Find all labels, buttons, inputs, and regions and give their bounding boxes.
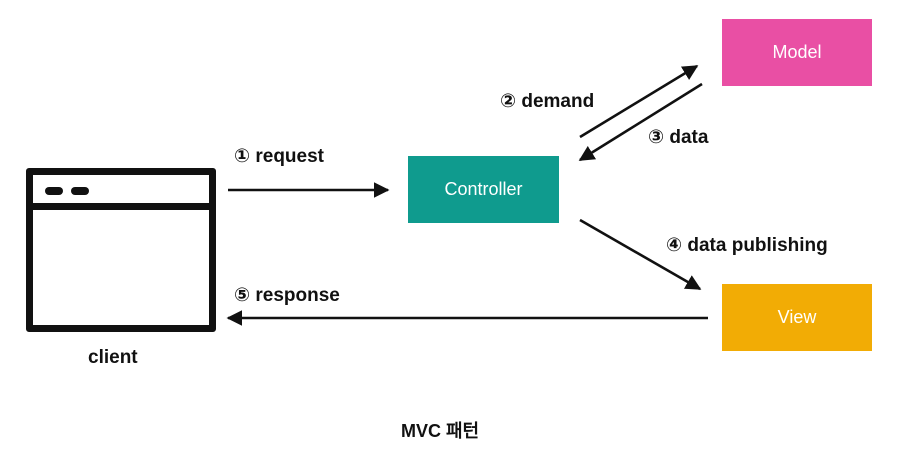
- client-browser-icon: [26, 168, 216, 332]
- response-step-label: ⑤ response: [234, 285, 340, 306]
- request-step-label: ① request: [234, 146, 324, 167]
- view-box: View: [722, 284, 872, 351]
- data-arrow: [578, 82, 703, 162]
- controller-box: Controller: [408, 156, 559, 223]
- model-box: Model: [722, 19, 872, 86]
- data-step-label: ③ data: [648, 127, 709, 148]
- window-titlebar-divider: [33, 203, 209, 210]
- controller-label: Controller: [444, 179, 523, 199]
- demand-step-label: ② demand: [500, 91, 595, 112]
- demand-arrow: [579, 64, 699, 139]
- window-dot-icon: [71, 187, 89, 195]
- window-dot-icon: [45, 187, 63, 195]
- view-label: View: [777, 307, 817, 327]
- client-label: client: [88, 347, 138, 368]
- publishing-step-label: ④ data publishing: [666, 235, 828, 256]
- diagram-caption: MVC 패턴: [401, 421, 480, 441]
- publishing-arrow: [579, 218, 702, 291]
- model-label: Model: [772, 42, 822, 62]
